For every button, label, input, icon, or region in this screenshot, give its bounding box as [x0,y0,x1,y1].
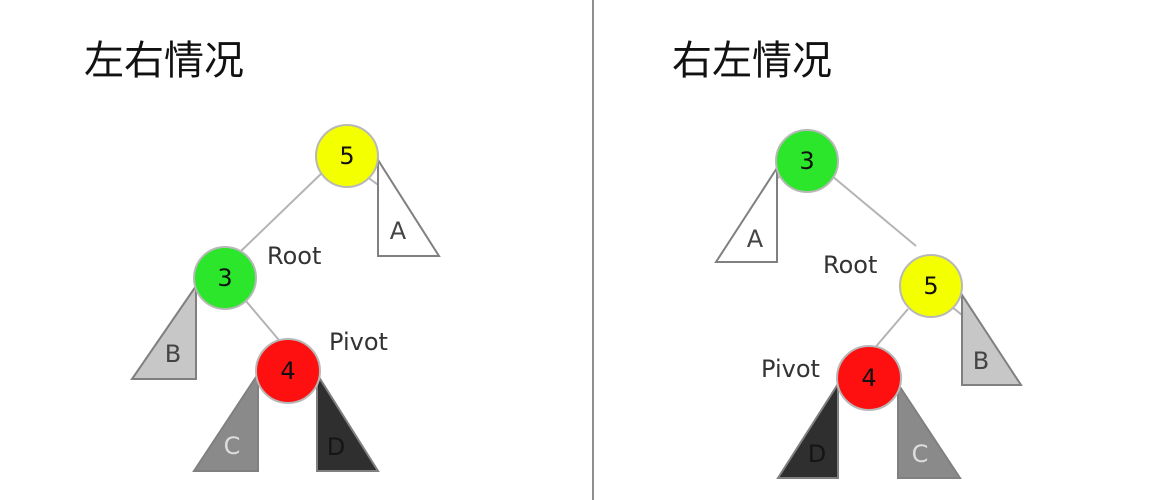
left-subtree-d-triangle [316,370,380,472]
left-node-5 [315,124,379,188]
right-subtree-c-label: C [912,440,929,468]
left-rotation-panel: 左右情况 A B C D 5 3 4 Root Pivot [84,38,441,472]
left-pivot-label: Pivot [329,328,388,356]
left-node-4 [255,338,321,404]
left-node-3-label: 3 [217,264,232,292]
right-edge-5-to-4 [872,308,909,351]
watermark: @稀土掘金技术社区 [993,463,1137,482]
left-subtree-b-triangle [130,282,197,380]
right-subtree-a-triangle [714,164,778,263]
left-subtree-d-label: D [327,433,345,461]
left-subtree-a-triangle [377,156,441,257]
right-rotation-panel: 右左情况 A B D C 3 5 4 Root Pivot [672,38,1023,479]
right-subtree-a-label: A [747,225,764,253]
right-pivot-label: Pivot [761,355,820,383]
right-node-5 [899,254,963,318]
left-edge-5-to-3 [239,169,326,253]
left-node-3 [193,246,257,310]
left-subtree-c-triangle [192,370,259,472]
left-panel-title: 左右情况 [84,38,244,84]
right-subtree-d-triangle [776,380,839,479]
right-subtree-c-triangle [897,380,962,479]
left-node-4-label: 4 [280,357,295,385]
left-subtree-c-label: C [224,432,241,460]
left-subtree-b-label: B [165,340,181,368]
right-node-4 [836,345,902,411]
right-node-4-label: 4 [861,364,876,392]
left-subtree-a-label: A [390,217,407,245]
right-subtree-b-triangle [961,291,1023,386]
right-subtree-b-label: B [973,347,989,375]
left-edge-3-to-4 [239,293,285,347]
left-node-5-label: 5 [339,142,354,170]
right-node-3-label: 3 [799,147,814,175]
right-subtree-d-label: D [808,440,826,468]
right-edge-3-to-5 [831,175,917,247]
right-panel-title: 右左情况 [672,38,832,84]
left-root-label: Root [267,242,321,270]
right-node-3 [775,129,839,193]
right-root-label: Root [823,251,877,279]
right-node-5-label: 5 [923,272,938,300]
